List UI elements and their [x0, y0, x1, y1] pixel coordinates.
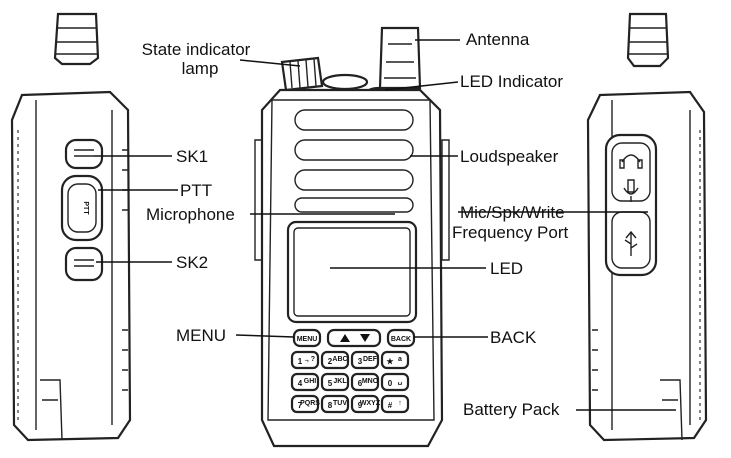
callout-labels: State indicator lamp Antenna LED Indicat…	[142, 30, 569, 419]
right-side-view	[586, 12, 708, 442]
keypad-key	[350, 372, 380, 392]
keypad-key-main: 1	[298, 357, 303, 366]
back-key	[386, 328, 416, 348]
label-antenna: Antenna	[466, 30, 530, 49]
label-sk2: SK2	[176, 253, 208, 272]
mic-spk-port-cover	[604, 133, 658, 277]
keypad-key-sub: GHI	[304, 378, 317, 385]
headphone-icon	[619, 154, 643, 169]
label-led: LED	[490, 259, 523, 278]
keypad-key-main: 8	[328, 401, 333, 410]
label-battery-pack: Battery Pack	[463, 400, 560, 419]
keypad-key	[350, 350, 380, 370]
keypad-key	[290, 350, 320, 370]
keypad-key	[320, 372, 350, 392]
keypad-key-sub: TUV	[333, 400, 347, 407]
keypad-key-main: 3	[358, 357, 363, 366]
label-ptt: PTT	[180, 181, 212, 200]
sk2-button	[64, 246, 104, 282]
down-arrow-icon	[360, 334, 370, 342]
keypad-key-sub: ␣	[398, 378, 403, 385]
keypad-key-sub: MNO	[362, 378, 379, 385]
back-key-text: BACK	[391, 336, 411, 343]
keypad-key	[290, 394, 320, 414]
keypad-key-sub: ABC	[332, 356, 347, 363]
leader-lines	[94, 39, 676, 411]
left-side-view: PTT	[10, 12, 132, 442]
keypad-key-sub: JKL	[333, 378, 347, 385]
keypad-key-sub: ., ?	[305, 356, 315, 363]
led-screen	[286, 220, 418, 324]
ptt-button-text: PTT	[82, 201, 89, 215]
label-mic-spk-write-line2: Frequency Port	[452, 223, 568, 242]
keypad-key-main: #	[388, 401, 393, 410]
keypad-key-main: 9	[358, 401, 363, 410]
keypad-key-main: 0	[388, 379, 393, 388]
ptt-button	[60, 174, 104, 242]
keypad-key-main: 5	[328, 379, 333, 388]
keypad-key	[320, 394, 350, 414]
label-mic-spk-write-line1: Mic/Spk/Write	[460, 203, 565, 222]
label-loudspeaker: Loudspeaker	[460, 147, 559, 166]
keypad-key-sub: ↑	[398, 400, 402, 407]
label-microphone: Microphone	[146, 205, 235, 224]
mic-icon	[623, 179, 639, 202]
up-arrow-icon	[340, 334, 350, 342]
label-sk1: SK1	[176, 147, 208, 166]
right-antenna-icon	[626, 12, 670, 68]
left-antenna-icon	[53, 12, 100, 66]
keypad-key-main: 4	[298, 379, 303, 388]
keypad-key	[350, 394, 380, 414]
label-state-indicator-lamp-line1: State indicator	[142, 40, 251, 59]
keypad-key-main: 6	[358, 379, 363, 388]
keypad-key	[290, 372, 320, 392]
keypad-key-sub: a	[398, 356, 402, 363]
usb-icon	[624, 230, 638, 256]
arrow-keys	[326, 328, 382, 348]
label-back: BACK	[490, 328, 537, 347]
menu-key	[292, 328, 322, 348]
label-menu: MENU	[176, 326, 226, 345]
keypad-key	[380, 394, 410, 414]
label-state-indicator-lamp-line2: lamp	[182, 59, 219, 78]
microphone-slot	[294, 197, 414, 213]
keypad-key	[380, 372, 410, 392]
label-led-indicator: LED Indicator	[460, 72, 563, 91]
channel-knob	[321, 73, 369, 91]
menu-key-text: MENU	[297, 336, 318, 343]
keypad-key-main: ★	[386, 357, 394, 366]
keypad-key-sub: DEF	[363, 356, 378, 363]
antenna	[378, 26, 422, 90]
sk1-button	[64, 138, 104, 170]
keypad-key	[380, 350, 410, 370]
keypad-key-sub: PQRS	[300, 400, 320, 407]
keypad-key-sub: WXYZ	[360, 400, 381, 407]
keypad-key	[320, 350, 350, 370]
keypad-key-main: 7	[298, 401, 303, 410]
keypad-key-main: 2	[328, 357, 333, 366]
